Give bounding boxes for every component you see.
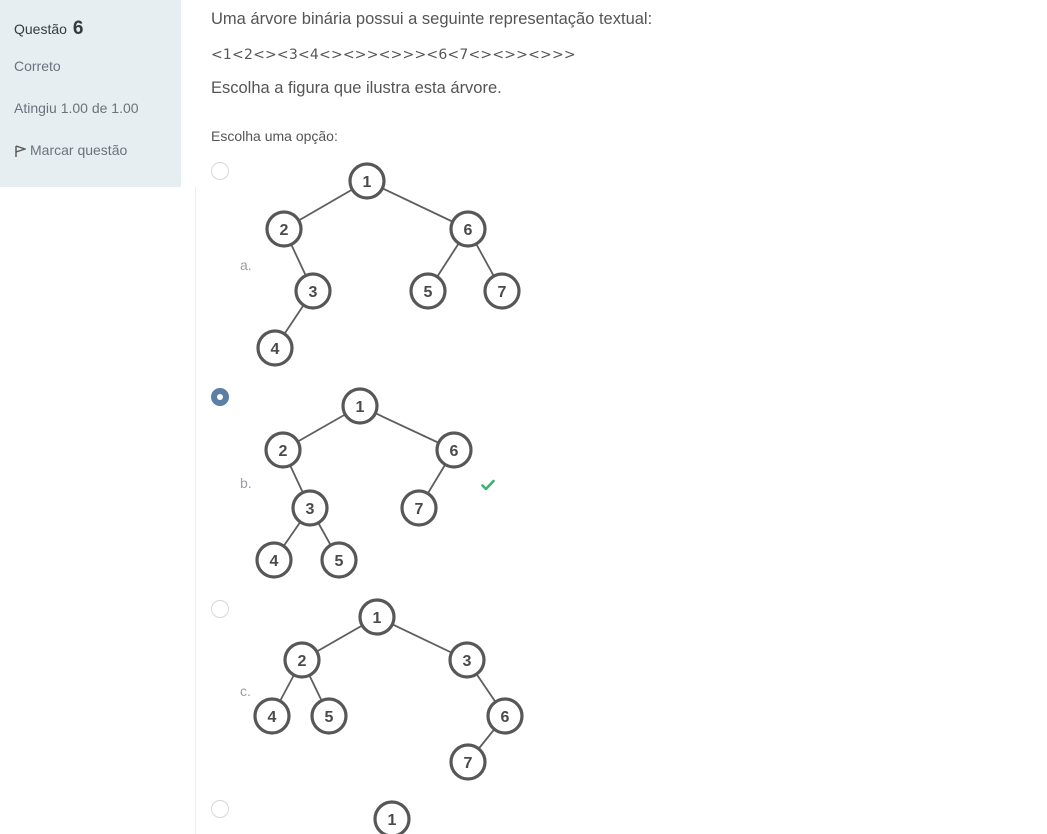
- tree-node-circle: [373, 800, 411, 834]
- tree-node-a: 3: [294, 272, 332, 310]
- tree-node-label: 1: [356, 399, 365, 416]
- option-d-radio[interactable]: [211, 800, 229, 818]
- tree-node-label: 7: [464, 755, 473, 772]
- tree-node-c: 3: [448, 641, 486, 679]
- tree-node-circle: [400, 489, 438, 527]
- content-divider: [195, 187, 196, 834]
- tree-node-circle: [409, 272, 447, 310]
- tree-node-label: 4: [271, 341, 280, 358]
- tree-node-label: 6: [464, 222, 473, 239]
- tree-node-label: 6: [501, 709, 510, 726]
- tree-node-label: 3: [463, 653, 472, 670]
- option-b-letter: b.: [240, 475, 252, 491]
- tree-node-circle: [449, 210, 487, 248]
- tree-node-label: 3: [306, 501, 315, 518]
- tree-notation: <1<2<><3<4<><>><>>><6<7<><>><>>>: [211, 47, 576, 63]
- tree-node-d: 1: [373, 800, 411, 834]
- option-b-radio[interactable]: [211, 388, 229, 406]
- tree-node-circle: [320, 541, 358, 579]
- tree-node-circle: [341, 387, 379, 425]
- tree-node-circle: [348, 162, 386, 200]
- flag-question-label: Marcar questão: [30, 142, 128, 158]
- tree-node-circle: [486, 697, 524, 735]
- check-icon: [481, 479, 495, 491]
- tree-node-label: 1: [373, 610, 382, 627]
- question-text: Uma árvore binária possui a seguinte rep…: [211, 10, 653, 28]
- tree-node-circle: [256, 329, 294, 367]
- tree-node-b: 4: [255, 541, 293, 579]
- question-instruction: Escolha a figura que ilustra esta árvore…: [211, 79, 502, 97]
- tree-node-c: 7: [449, 743, 487, 781]
- tree-node-label: 2: [279, 443, 288, 460]
- tree-node-label: 5: [424, 284, 433, 301]
- tree-node-label: 1: [388, 812, 397, 829]
- tree-node-circle: [449, 743, 487, 781]
- tree-node-circle: [435, 431, 473, 469]
- tree-node-b: 1: [341, 387, 379, 425]
- tree-node-circle: [283, 641, 321, 679]
- tree-node-a: 7: [483, 272, 521, 310]
- tree-node-c: 6: [486, 697, 524, 735]
- tree-node-circle: [294, 272, 332, 310]
- tree-node-circle: [255, 541, 293, 579]
- tree-node-a: 4: [256, 329, 294, 367]
- tree-node-circle: [265, 210, 303, 248]
- question-grade: Atingiu 1.00 de 1.00: [14, 100, 139, 116]
- tree-node-a: 2: [265, 210, 303, 248]
- flag-question-link[interactable]: Marcar questão: [14, 142, 127, 158]
- tree-node-label: 3: [309, 284, 318, 301]
- tree-node-c: 2: [283, 641, 321, 679]
- tree-node-label: 7: [498, 284, 507, 301]
- tree-node-a: 5: [409, 272, 447, 310]
- tree-node-c: 5: [310, 697, 348, 735]
- tree-node-label: 5: [325, 709, 334, 726]
- answer-prompt: Escolha uma opção:: [211, 128, 338, 144]
- tree-node-b: 2: [264, 431, 302, 469]
- tree-node-label: 4: [270, 553, 279, 570]
- tree-edge: [366, 180, 469, 230]
- tree-node-label: 2: [298, 653, 307, 670]
- option-a-letter: a.: [240, 257, 252, 273]
- tree-node-circle: [358, 598, 396, 636]
- tree-node-b: 5: [320, 541, 358, 579]
- question-number: 6: [72, 18, 84, 39]
- option-c-radio[interactable]: [211, 600, 229, 618]
- tree-node-label: 2: [280, 222, 289, 239]
- option-a-radio[interactable]: [211, 162, 229, 180]
- question-state: Correto: [14, 58, 61, 74]
- flag-icon: [15, 145, 28, 157]
- tree-node-label: 4: [268, 709, 277, 726]
- tree-node-label: 6: [450, 443, 459, 460]
- tree-node-b: 7: [400, 489, 438, 527]
- tree-node-c: 4: [253, 697, 291, 735]
- tree-node-label: 5: [335, 553, 344, 570]
- tree-node-b: 6: [435, 431, 473, 469]
- tree-node-circle: [448, 641, 486, 679]
- tree-node-circle: [264, 431, 302, 469]
- tree-node-circle: [483, 272, 521, 310]
- question-word: Questão: [14, 21, 67, 37]
- tree-node-a: 1: [348, 162, 386, 200]
- tree-node-label: 7: [415, 501, 424, 518]
- tree-node-a: 6: [449, 210, 487, 248]
- tree-node-circle: [253, 697, 291, 735]
- question-number-label: Questão 6: [14, 18, 83, 40]
- question-info-panel: Questão 6 Correto Atingiu 1.00 de 1.00 M…: [0, 0, 181, 187]
- tree-node-label: 1: [363, 174, 372, 191]
- option-c-letter: c.: [240, 683, 251, 699]
- tree-node-circle: [310, 697, 348, 735]
- tree-node-b: 3: [291, 489, 329, 527]
- tree-node-c: 1: [358, 598, 396, 636]
- tree-node-circle: [291, 489, 329, 527]
